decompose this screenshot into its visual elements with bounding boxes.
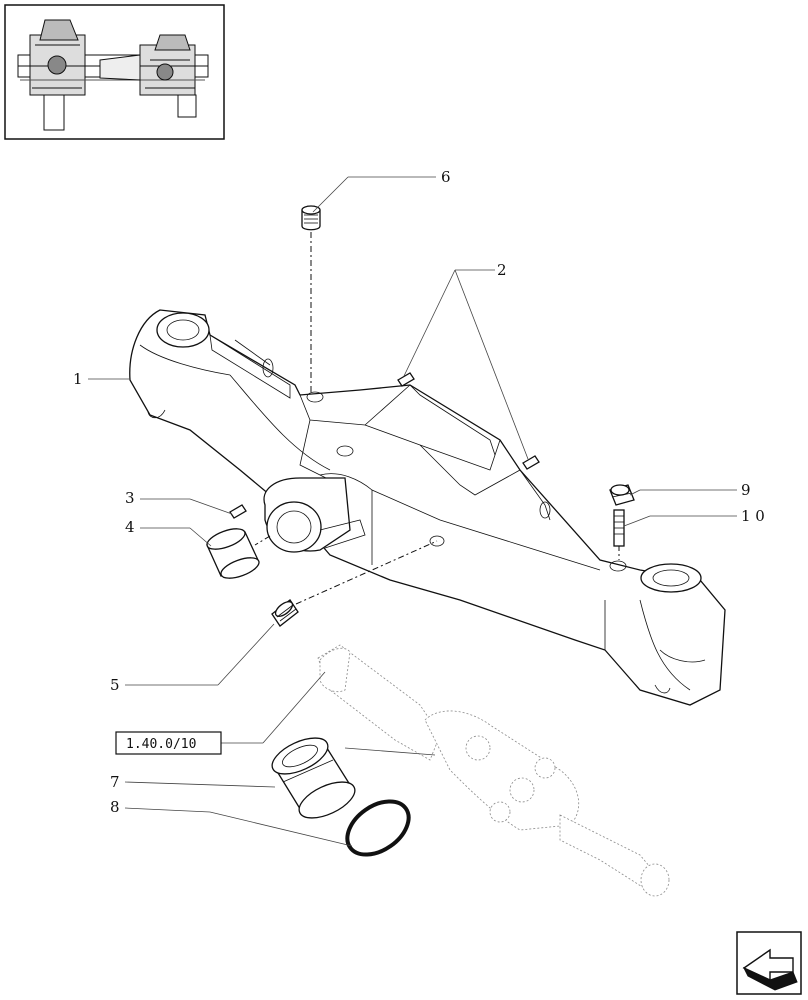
callout-8: 8	[110, 798, 120, 816]
axle-housing[interactable]	[129, 309, 726, 706]
part-3-pin[interactable]	[229, 504, 247, 519]
axis-line-4	[254, 535, 271, 546]
leader-lines	[88, 176, 737, 847]
reference-label: 1.40.0/10	[126, 737, 196, 752]
axis-line-5	[295, 540, 438, 605]
axle-assembly-thumbnail[interactable]	[4, 4, 225, 140]
callout-9: 9	[741, 481, 751, 499]
part-10-stud[interactable]	[613, 509, 625, 547]
callout-2: 2	[497, 261, 507, 279]
reference-box[interactable]: 1.40.0/10	[115, 731, 222, 755]
callout-4: 4	[125, 518, 135, 536]
callout-7: 7	[110, 773, 120, 791]
next-page-arrow-icon[interactable]	[736, 931, 802, 995]
part-2-dowel-pins[interactable]	[397, 372, 540, 470]
part-8-o-ring[interactable]	[338, 790, 419, 865]
part-6-plug[interactable]	[301, 205, 321, 231]
callout-1: 1	[73, 370, 83, 388]
callout-3: 3	[125, 489, 135, 507]
drive-shaft-reference	[317, 644, 670, 897]
part-5-plug[interactable]	[271, 599, 299, 627]
part-7-bush[interactable]	[267, 731, 360, 826]
callout-10: 1 0	[741, 507, 765, 525]
part-9-breather[interactable]	[609, 484, 635, 506]
part-4-bushing[interactable]	[204, 525, 261, 583]
callout-6: 6	[441, 168, 451, 186]
callout-5: 5	[110, 676, 120, 694]
